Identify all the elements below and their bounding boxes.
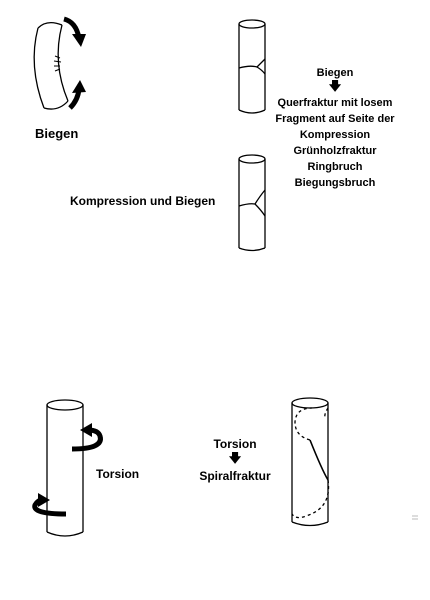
torsion-cause-label: Torsion: [213, 437, 257, 451]
compression-bending-label: Kompression und Biegen: [70, 194, 216, 208]
torsion-arrow-upper-icon: [71, 423, 103, 452]
torsion-arrow-lower-icon: [32, 493, 67, 517]
down-arrow-icon: 🡇: [228, 451, 242, 465]
down-arrow-icon: 🡇: [328, 79, 342, 93]
result-line: Kompression: [299, 129, 371, 141]
bending-cause-label: Biegen: [316, 67, 354, 79]
result-line: Querfraktur mit losem: [277, 97, 393, 109]
bending-arrow-top-icon: [63, 16, 86, 47]
bending-label: Biegen: [35, 126, 79, 141]
spiral-fracture-bone: [291, 397, 330, 527]
compression-bending-bone: [238, 154, 266, 252]
result-line: Biegungsbruch: [294, 177, 376, 189]
transverse-fracture-bone: [238, 19, 266, 114]
torsion-label: Torsion: [96, 467, 140, 481]
edge-marks: [412, 515, 418, 520]
bent-bone: [33, 21, 69, 110]
result-line: Fragment auf Seite der: [275, 113, 395, 125]
bending-arrow-bottom-icon: [68, 80, 86, 110]
spiral-fracture-label: Spiralfraktur: [199, 469, 271, 483]
result-line: Ringbruch: [307, 161, 363, 173]
result-line: Grünholzfraktur: [293, 145, 377, 157]
